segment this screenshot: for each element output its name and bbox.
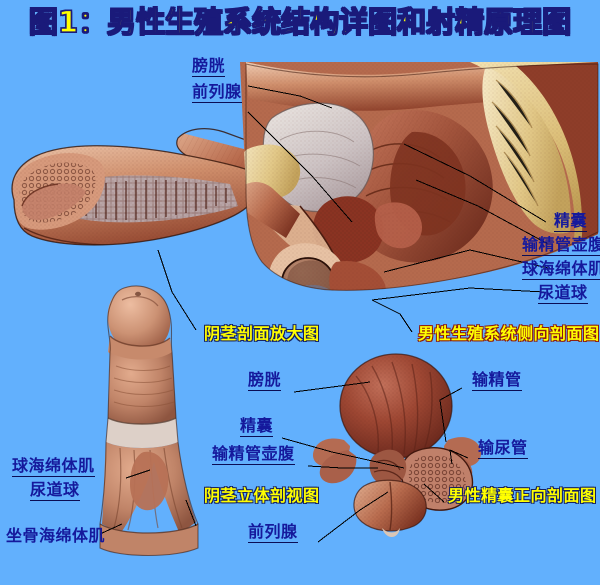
label-bulbospongiosus-right: 球海绵体肌 — [522, 260, 600, 280]
label-vas-deferens-right: 输精管 — [472, 370, 522, 391]
label-urethral-bulb-left: 尿道球 — [30, 480, 80, 501]
label-ampulla-right: 输精管壶腹 — [522, 236, 600, 256]
caption-seminal-vesicle-front: 男性精囊正向剖面图 — [448, 486, 597, 505]
label-prostate-top: 前列腺 — [192, 82, 242, 103]
figure-seminal-vesicle-front — [312, 353, 482, 537]
label-ureter-right: 输尿管 — [478, 438, 528, 459]
label-ampulla-center: 输精管壶腹 — [212, 444, 295, 465]
label-bladder-center: 膀胱 — [248, 370, 282, 391]
figure-penis-sagittal-section — [11, 128, 301, 246]
label-urethral-bulb-right: 尿道球 — [538, 283, 588, 304]
caption-penis-section: 阴茎剖面放大图 — [204, 324, 320, 343]
figure-male-reproductive-sagittal — [240, 62, 599, 291]
label-ischiocavernosus-left: 坐骨海绵体肌 — [6, 526, 106, 545]
label-seminal-vesicle-right: 精囊 — [554, 211, 588, 232]
label-bladder-top: 膀胱 — [192, 56, 226, 77]
page-title: 图1：男性生殖系统结构详图和射精原理图 — [28, 5, 572, 39]
label-prostate-center: 前列腺 — [248, 522, 298, 543]
label-seminal-vesicle-center: 精囊 — [240, 416, 274, 437]
label-bulbospongiosus-left: 球海绵体肌 — [12, 456, 95, 477]
caption-penis-3d: 阴茎立体剖视图 — [204, 486, 320, 505]
figure-penis-3d-section — [99, 285, 199, 556]
caption-sagittal-section: 男性生殖系统侧向剖面图 — [418, 324, 600, 343]
